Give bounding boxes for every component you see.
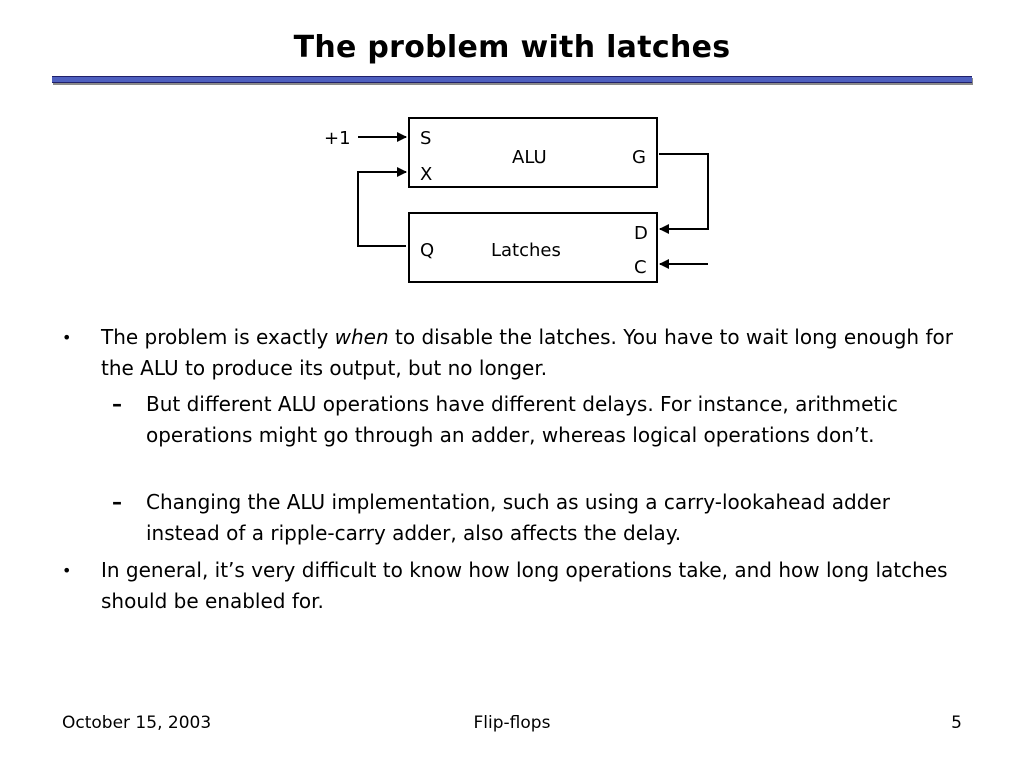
- latches-port-c: C: [634, 257, 647, 278]
- sub-bullet-item-2: Changing the ALU implementation, such as…: [146, 490, 890, 545]
- slide-title: The problem with latches: [293, 30, 731, 65]
- bullet-item-1: The problem is exactly when to disable t…: [101, 325, 953, 380]
- sub-bullet-item-1: But different ALU operations have differ…: [146, 392, 898, 447]
- g-to-d-arrow: [659, 153, 709, 234]
- emphasis-when: when: [334, 325, 389, 349]
- bullet-marker: •: [62, 561, 72, 580]
- plus-one-label: +1: [324, 128, 351, 149]
- footer-date: October 15, 2003: [62, 713, 212, 733]
- alu-port-s: S: [420, 128, 431, 149]
- latches-label: Latches: [491, 240, 561, 261]
- footer-topic: Flip-flops: [473, 713, 551, 733]
- sub-bullet-marker: –: [112, 392, 122, 416]
- alu-box: [408, 117, 658, 188]
- footer-page-number: 5: [951, 713, 962, 733]
- alu-label: ALU: [512, 147, 547, 168]
- bullet-item-2: In general, it’s very difficult to know …: [101, 558, 948, 613]
- alu-port-x: X: [420, 164, 432, 185]
- latches-port-q: Q: [420, 240, 434, 261]
- bullet-marker: •: [62, 328, 72, 347]
- feedback-q-to-x-arrow: [357, 167, 407, 247]
- alu-latch-diagram: S X ALU G Q Latches D C +1: [324, 117, 709, 283]
- latches-port-d: D: [634, 223, 648, 244]
- alu-port-g: G: [632, 147, 646, 168]
- title-divider: [52, 76, 972, 83]
- sub-bullet-marker: –: [112, 490, 122, 514]
- latches-box: [408, 212, 658, 283]
